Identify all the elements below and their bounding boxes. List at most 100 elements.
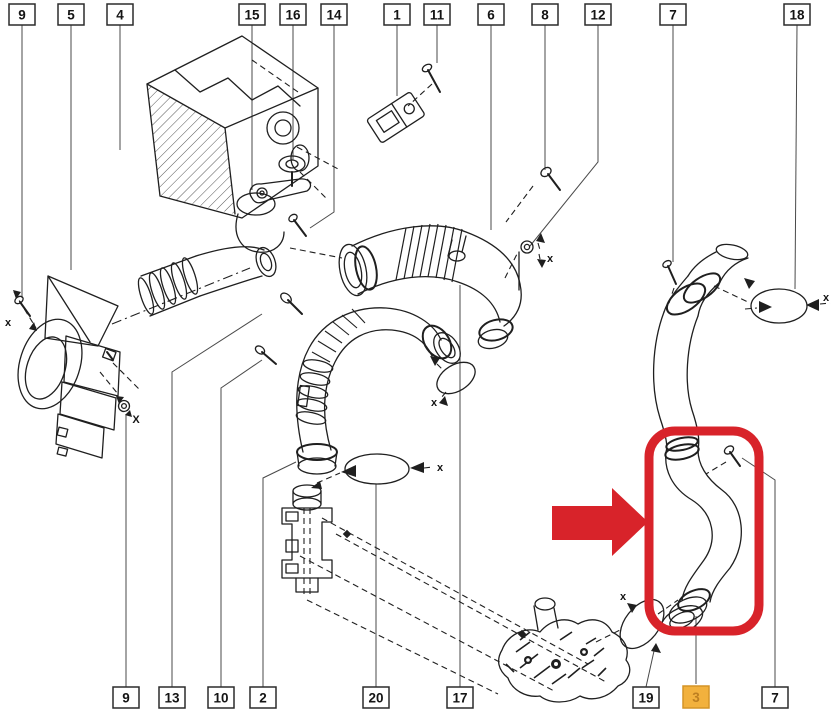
callout-label: 20 [368, 691, 383, 706]
callout-box[interactable] [207, 686, 235, 709]
x-position-marks: x X x x x x x [5, 253, 830, 603]
sensor-bracket-and-grommet [249, 155, 312, 237]
callout-bottom-2[interactable]: 2 [249, 686, 277, 709]
callout-box[interactable] [632, 686, 660, 709]
callout-box[interactable] [761, 686, 789, 709]
x-mark: x [823, 292, 830, 304]
clip-on-scoop [101, 347, 117, 362]
callout-label: 12 [590, 8, 605, 23]
callout-bottom-9[interactable]: 9 [112, 686, 140, 709]
callout-box[interactable] [446, 686, 474, 709]
callout-box[interactable] [106, 3, 134, 26]
callout-top-14[interactable]: 14 [320, 3, 348, 26]
x-mark: x [547, 253, 554, 265]
callout-bottom-10[interactable]: 10 [207, 686, 235, 709]
callout-bottom-13[interactable]: 13 [158, 686, 186, 709]
callout-box[interactable] [238, 3, 266, 26]
callout-box[interactable] [8, 3, 36, 26]
bracket-20 [281, 484, 607, 695]
top-callouts: 9 5 4 15 16 14 1 11 6 8 12 7 18 [8, 3, 811, 26]
callout-top-16[interactable]: 16 [279, 3, 307, 26]
callout-label: 5 [67, 8, 75, 23]
callout-label: 14 [326, 8, 342, 23]
callout-label: 9 [18, 8, 26, 23]
callout-label: 13 [164, 691, 180, 706]
callout-label: 4 [116, 8, 124, 23]
callout-box[interactable] [362, 686, 390, 709]
callout-box[interactable] [57, 3, 85, 26]
callout-bottom-17[interactable]: 17 [446, 686, 474, 709]
callout-bottom-7[interactable]: 7 [761, 686, 789, 709]
callout-top-4[interactable]: 4 [106, 3, 134, 26]
callout-top-8[interactable]: 8 [531, 3, 559, 26]
callout-top-1[interactable]: 1 [383, 3, 411, 26]
screw-9 [13, 290, 37, 331]
callout-label: 15 [244, 8, 260, 23]
callout-label: 19 [638, 691, 653, 706]
highlight-arrow [552, 488, 648, 556]
callout-label: 17 [452, 691, 467, 706]
screw-7-top [662, 259, 677, 307]
highlighted-hose-3 [660, 436, 742, 635]
callout-box[interactable] [584, 3, 612, 26]
callout-label: 10 [213, 691, 228, 706]
callout-label: 3 [692, 690, 700, 705]
air-filter-housing [146, 35, 341, 253]
callout-box[interactable] [783, 3, 811, 26]
callout-box[interactable] [112, 686, 140, 709]
x-mark: x [620, 591, 627, 603]
seal-position-mark-d [595, 598, 679, 653]
callout-box[interactable] [279, 3, 307, 26]
callout-top-6[interactable]: 6 [477, 3, 505, 26]
callout-box[interactable] [477, 3, 505, 26]
callout-label: 9 [122, 691, 130, 706]
callout-box[interactable] [659, 3, 687, 26]
callout-top-15[interactable]: 15 [238, 3, 266, 26]
callout-box[interactable] [320, 3, 348, 26]
screw-11 [407, 63, 441, 107]
bolt-2 [280, 292, 303, 315]
callout-box-highlighted[interactable] [682, 685, 710, 709]
x-mark: x [5, 317, 12, 329]
bolt-8 [505, 166, 561, 223]
throttle-unit [497, 597, 631, 703]
callout-top-7[interactable]: 7 [659, 3, 687, 26]
callout-box[interactable] [531, 3, 559, 26]
callout-bottom-19[interactable]: 19 [632, 686, 660, 709]
callout-box[interactable] [423, 3, 451, 26]
callout-label: 11 [430, 8, 445, 23]
callout-top-5[interactable]: 5 [57, 3, 85, 26]
callout-top-12[interactable]: 12 [584, 3, 612, 26]
center-hose-2 [254, 292, 461, 475]
seal-position-mark-c [744, 288, 831, 324]
callout-label: 6 [487, 8, 495, 23]
corrugated-hose-13 [111, 246, 277, 325]
callout-bottom-3-highlighted[interactable]: 3 [682, 685, 710, 709]
callout-label: 7 [771, 691, 779, 706]
callout-top-9[interactable]: 9 [8, 3, 36, 26]
callout-label: 16 [285, 8, 301, 23]
screw-14 [288, 213, 307, 237]
callout-label: 18 [789, 8, 805, 23]
screw-10 [254, 345, 277, 365]
seal-position-mark-a [430, 356, 476, 406]
callout-box[interactable] [158, 686, 186, 709]
maf-sensor [366, 63, 441, 143]
callout-bottom-20[interactable]: 20 [362, 686, 390, 709]
callout-box[interactable] [249, 686, 277, 709]
x-mark: X [132, 414, 140, 426]
callout-box[interactable] [383, 3, 411, 26]
air-scoop-5 [17, 275, 141, 459]
seal-position-mark-b [311, 453, 434, 489]
callout-top-11[interactable]: 11 [423, 3, 451, 26]
x-mark: x [431, 397, 438, 409]
screw-3 [705, 445, 741, 475]
bottom-callouts: 9 13 10 2 20 17 19 3 7 [112, 685, 789, 709]
callout-top-18[interactable]: 18 [783, 3, 811, 26]
x-mark: x [437, 462, 444, 474]
grommet-12 [504, 233, 546, 279]
callout-label: 8 [541, 8, 549, 23]
charge-hose-7 [652, 243, 755, 453]
